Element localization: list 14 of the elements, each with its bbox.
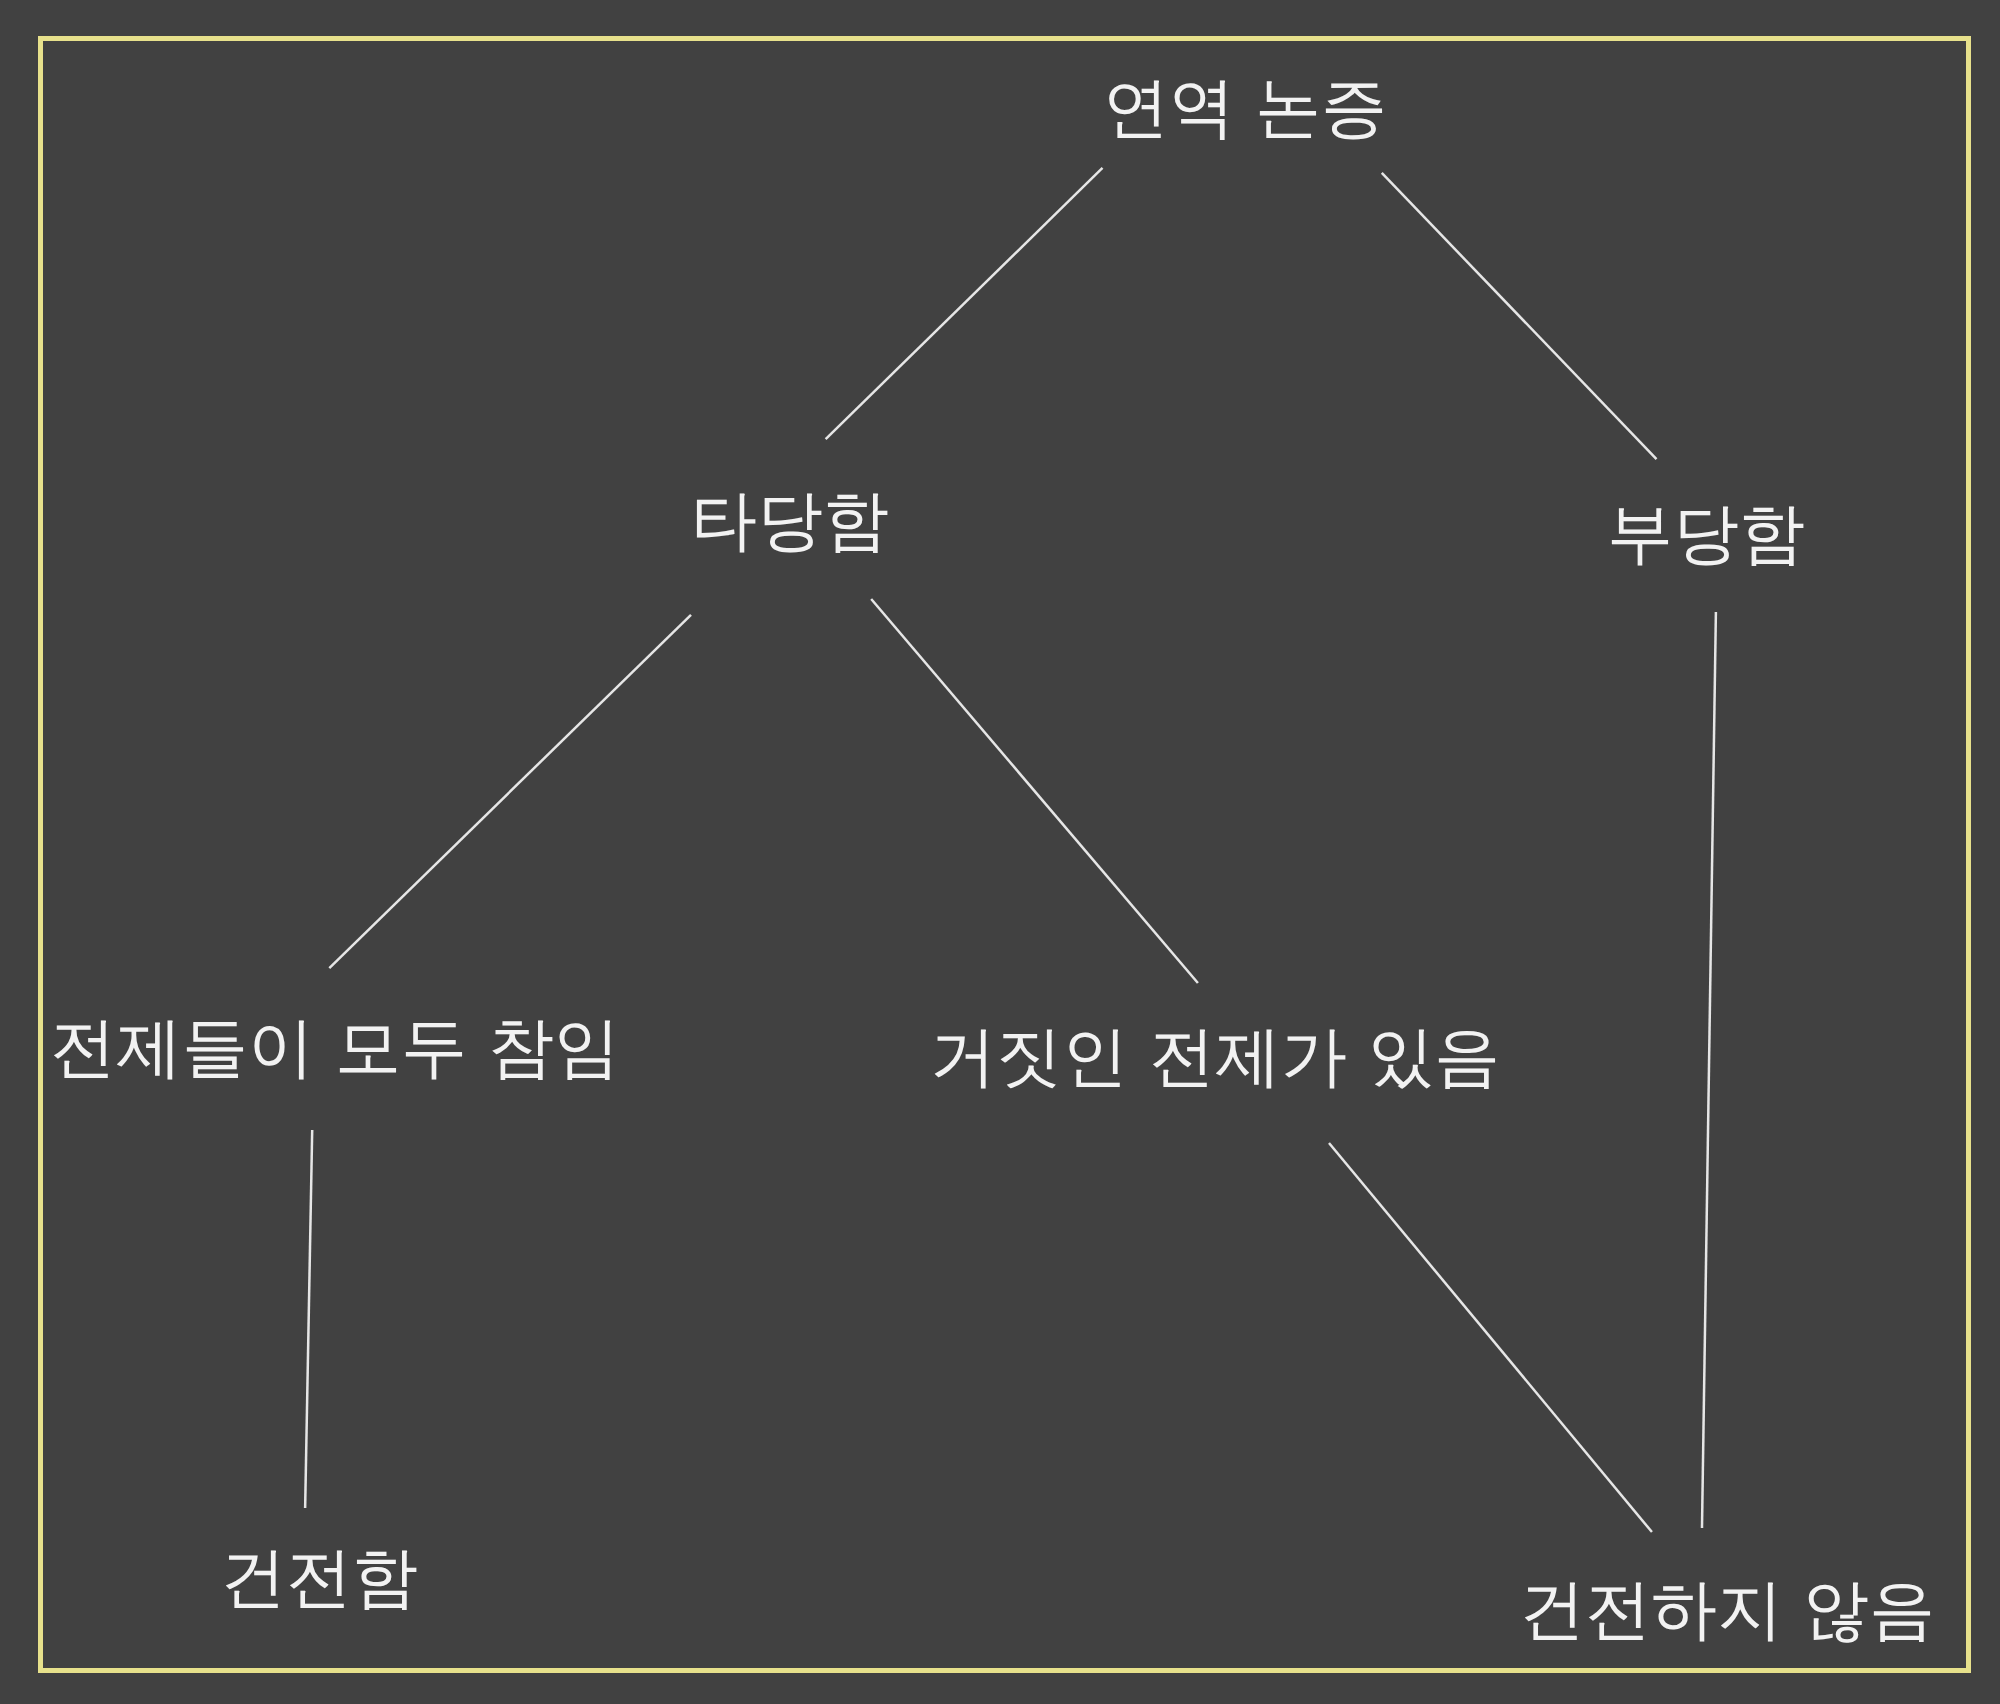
node-label: 부당함: [1607, 496, 1805, 572]
node-label: 건전함: [220, 1540, 418, 1616]
connector-line: [1328, 1142, 1653, 1533]
node-label: 거짓인 전제가 있음: [930, 1019, 1500, 1095]
connector-line: [1700, 611, 1718, 1529]
connector-line: [303, 1129, 314, 1509]
node-label: 전제들이 모두 참임: [50, 1010, 620, 1086]
connector-line: [328, 614, 692, 969]
node-label: 연역 논증: [1102, 70, 1388, 146]
connector-line: [1380, 172, 1658, 460]
node-label: 타당함: [691, 483, 889, 559]
connector-line: [870, 598, 1199, 984]
node-label: 건전하지 않음: [1518, 1572, 1936, 1648]
connector-line: [824, 167, 1104, 440]
